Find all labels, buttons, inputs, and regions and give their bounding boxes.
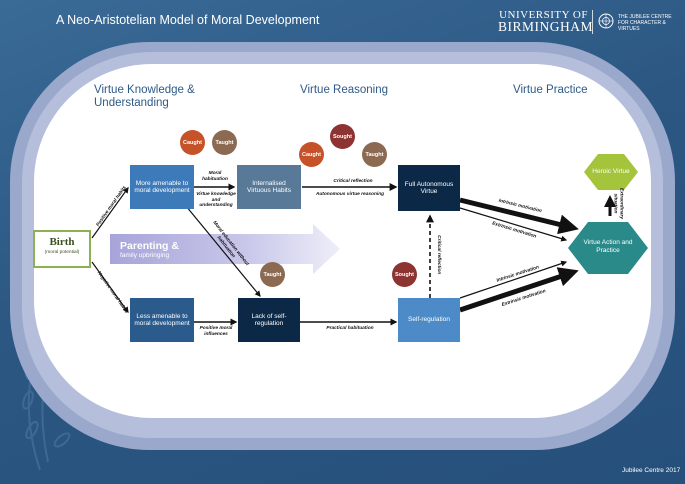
edge-intrinsic-bottom	[459, 260, 568, 299]
virtue-action-hexagon	[568, 222, 648, 274]
university-line-1: UNIVERSITY OF	[499, 9, 588, 21]
centre-line-1: THE JUBILEE CENTRE	[618, 14, 672, 20]
edge-intrinsic-top	[459, 197, 579, 235]
sought-badge: Sought	[330, 124, 355, 149]
edge-positive-habits	[91, 187, 129, 239]
lack-self-regulation-box: Lack of self-regulation	[238, 298, 300, 342]
caught-badge: Caught	[299, 142, 324, 167]
footer-credit: Jubilee Centre 2017	[622, 467, 681, 474]
label-autonomous-virtue-reasoning: Autonomous virtue reasoning	[315, 192, 385, 197]
label-critical-reflection: Critical reflection	[333, 179, 373, 184]
sought-badge: Sought	[392, 262, 417, 287]
column-header-knowledge: Virtue Knowledge & Understanding	[94, 84, 195, 109]
parenting-title: Parenting &	[120, 240, 179, 252]
jubilee-crest-icon	[598, 13, 614, 29]
label-virtue-knowledge-understanding: Virtue knowledge and understanding	[196, 192, 236, 208]
self-regulation-box: Self-regulation	[398, 298, 460, 342]
heroic-virtue-hexagon	[584, 154, 638, 190]
parenting-arrow	[110, 224, 340, 274]
edge-extrinsic-top	[459, 207, 568, 242]
caught-badge: Caught	[180, 130, 205, 155]
internalised-habits-box: Internalised Virtuous Habits	[237, 165, 301, 209]
label-moral-habituation: Moral habituation	[202, 171, 228, 182]
label-practical-habituation: Practical habituation	[326, 326, 374, 331]
column-header-practice: Virtue Practice	[513, 84, 588, 96]
birth-title: Birth	[49, 236, 75, 248]
label-extraordinary-situation: Extraordinary situation	[613, 187, 624, 220]
column-header-reasoning: Virtue Reasoning	[300, 84, 389, 96]
label-positive-moral-influences: Positive moral influences	[199, 326, 233, 337]
university-line-2: BIRMINGHAM	[498, 19, 594, 34]
university-logo: UNIVERSITY OF BIRMINGHAM	[498, 9, 594, 34]
jubilee-centre-logo: THE JUBILEE CENTRE FOR CHARACTER & VIRTU…	[618, 14, 684, 32]
edge-moral-education-without-habituation	[185, 205, 261, 297]
less-amenable-box: Less amenable to moral development	[130, 298, 194, 342]
taught-badge: Taught	[362, 142, 387, 167]
taught-badge: Taught	[212, 130, 237, 155]
taught-badge: Taught	[260, 262, 285, 287]
page-title: A Neo-Aristotelian Model of Moral Develo…	[56, 13, 320, 27]
centre-line-2: FOR CHARACTER & VIRTUES	[618, 20, 666, 32]
edge-extrinsic-bottom	[459, 267, 579, 313]
virtue-action-label: Virtue Action and Practice	[583, 239, 633, 254]
logo-divider	[592, 10, 593, 34]
parenting-subtitle: family upbringing	[120, 252, 170, 259]
label-critical-reflection-vertical: Critical reflection	[435, 235, 441, 275]
parenting-label: Parenting & family upbringing	[120, 241, 179, 260]
birth-subtitle: (moral potential)	[44, 250, 80, 255]
heroic-virtue-label: Heroic Virtue	[592, 168, 630, 175]
birth-node: Birth (moral potential)	[33, 230, 91, 268]
full-autonomous-virtue-box: Full Autonomous Virtue	[398, 165, 460, 211]
edge-negative-habits	[91, 261, 129, 313]
more-amenable-box: More amenable to moral development	[130, 165, 194, 209]
